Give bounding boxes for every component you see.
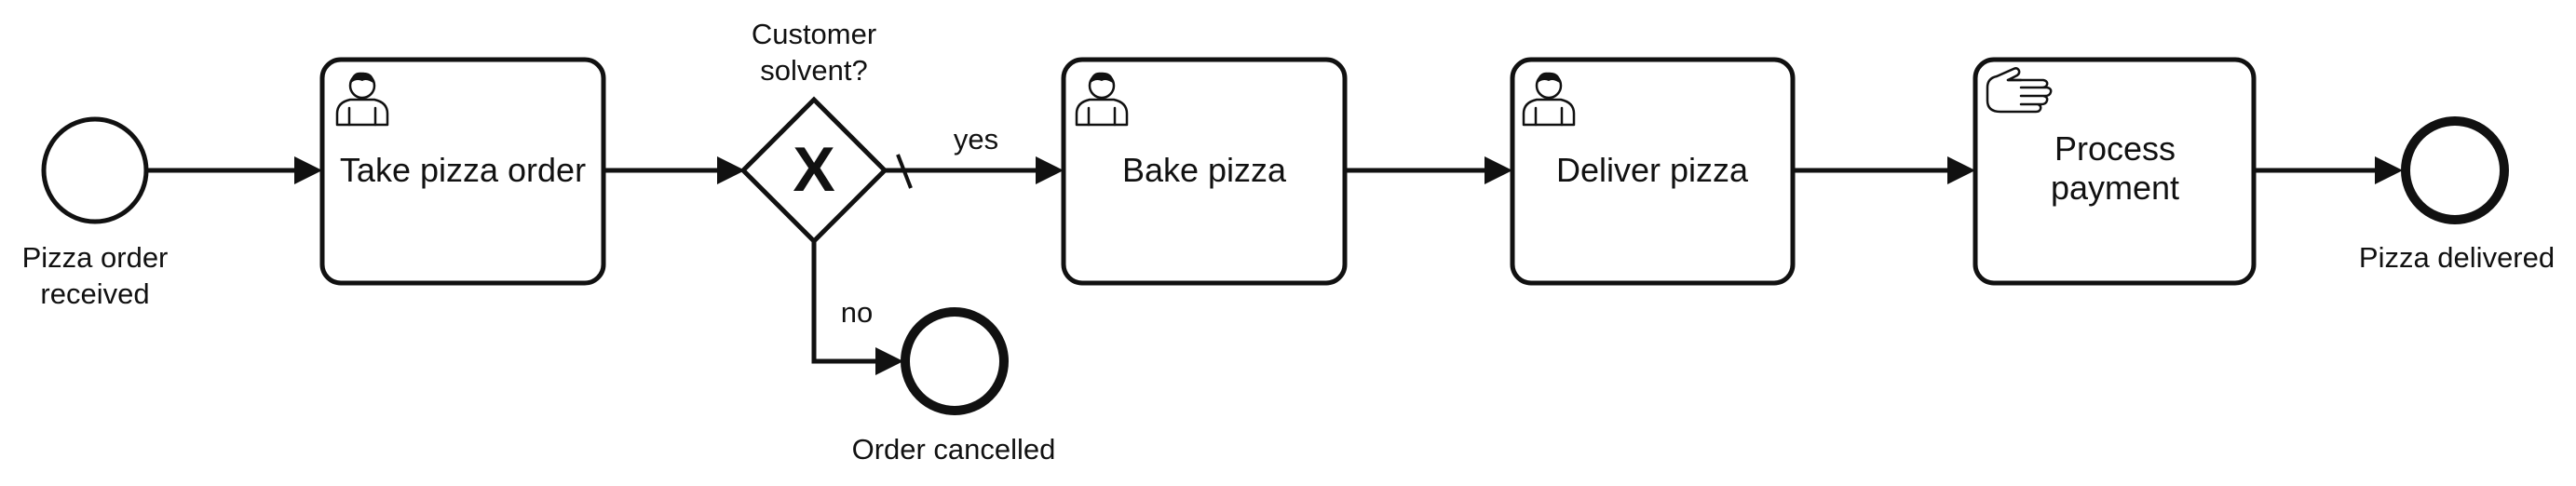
end-event-circle [901,307,1009,415]
task-box [1510,57,1796,286]
default-flow-marker [896,154,913,189]
end-event-delivered-label: Pizza delivered [2359,241,2555,274]
task-process-payment[interactable]: Process payment [1973,57,2257,286]
end-event-delivered[interactable] [2401,116,2509,224]
start-event-label-line2: received [40,277,149,310]
task-deliver-pizza[interactable]: Deliver pizza [1510,57,1796,286]
start-event-label-line1: Pizza order [22,241,169,274]
user-icon [1075,72,1129,127]
start-event-circle [41,116,149,224]
manual-hand-icon [1986,67,2053,114]
flow-arrowhead [294,156,322,184]
sequence-flows [147,154,2403,375]
gateway-diamond [739,96,888,245]
user-icon [1522,72,1576,127]
flow-gateway-to-cancelled-no[interactable] [811,240,877,364]
task-label: Take pizza order [340,151,586,189]
flow-arrowhead [2375,156,2403,184]
end-event-cancelled-label: Order cancelled [852,433,1056,466]
end-event-cancelled[interactable] [901,307,1009,415]
task-bake-pizza[interactable]: Bake pizza [1061,57,1348,286]
flow-arrowhead [717,156,745,184]
exclusive-gateway[interactable]: X [739,96,888,245]
user-icon [335,72,389,127]
task-take-pizza-order[interactable]: Take pizza order [319,57,606,286]
flow-arrowhead [1485,156,1512,184]
gateway-label-line2: solvent? [760,54,867,87]
flow-arrowhead [1036,156,1064,184]
task-box [1973,57,2257,286]
task-label-line1: Process [2054,129,2176,168]
task-label: Bake pizza [1122,151,1287,189]
flow-arrowhead [875,347,903,375]
flow-arrowhead [1947,156,1975,184]
task-label-line2: payment [2051,169,2179,207]
start-event[interactable] [41,116,149,224]
task-box [319,57,606,286]
flow-label-yes: yes [954,123,998,155]
task-box [1061,57,1348,286]
end-event-circle [2401,116,2509,224]
gateway-x-marker: X [793,134,834,205]
task-label: Deliver pizza [1556,151,1749,189]
gateway-label-line1: Customer [752,18,876,50]
flow-label-no: no [841,296,873,329]
